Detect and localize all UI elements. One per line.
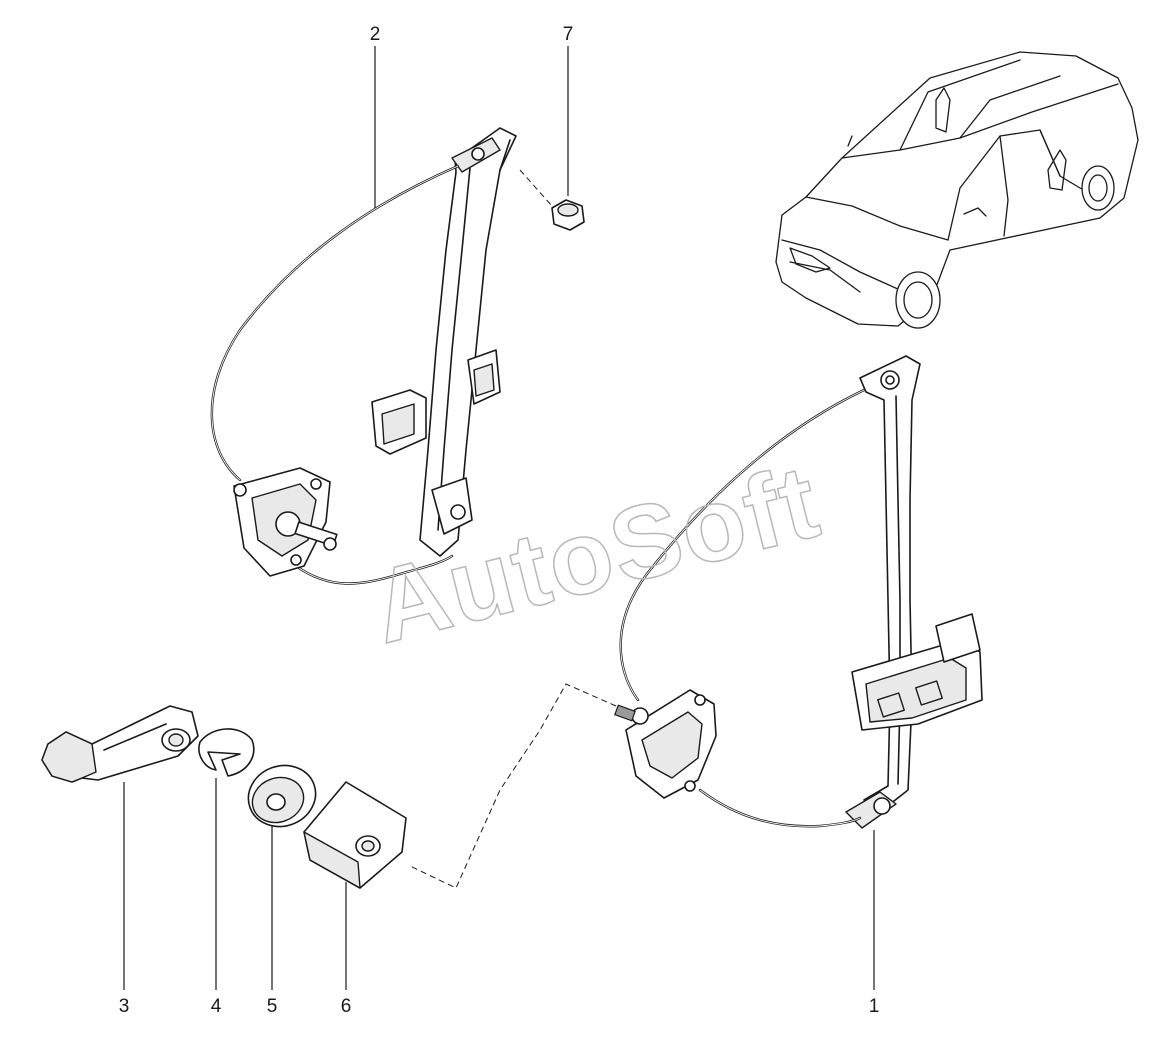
callout-4: 4 xyxy=(211,996,222,1017)
part-3-window-crank-handle xyxy=(41,705,199,783)
part-1-window-regulator-right xyxy=(409,355,983,889)
callout-5: 5 xyxy=(267,996,278,1017)
part-2-window-regulator-left xyxy=(210,127,517,585)
callout-1: 1 xyxy=(869,996,880,1017)
leader-lines xyxy=(123,46,875,990)
callout-6: 6 xyxy=(341,996,352,1017)
callout-2: 2 xyxy=(370,24,381,45)
part-7-nut xyxy=(519,169,585,231)
callout-7: 7 xyxy=(563,24,574,45)
part-6-trim-pad xyxy=(303,781,407,889)
part-5-washer xyxy=(247,764,317,828)
vehicle-reference-drawing xyxy=(775,51,1139,329)
part-4-retaining-clip xyxy=(198,728,255,777)
callout-3: 3 xyxy=(119,996,130,1017)
